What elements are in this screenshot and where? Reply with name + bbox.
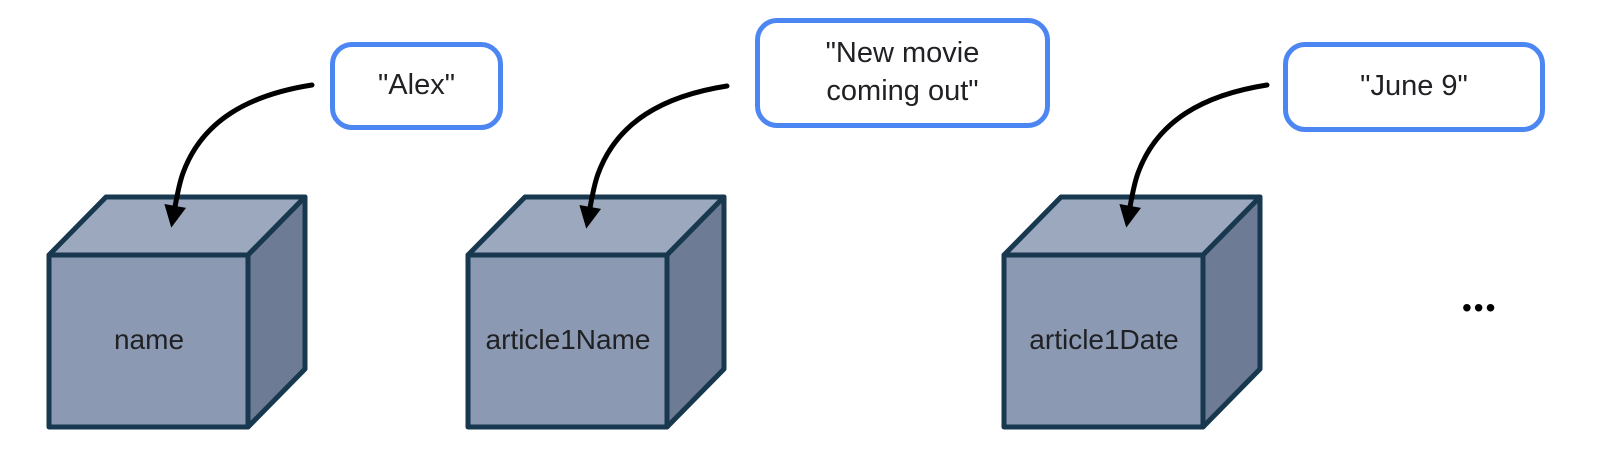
cube-article1name [465,194,727,430]
cube-label-article1date: article1Date [1029,324,1179,355]
arrow-alex-to-name [164,82,315,228]
arrow-june9-to-article1date [1119,82,1270,228]
ellipsis-icon: ••• [1462,292,1498,323]
value-bubble-alex: "Alex" [330,42,503,130]
cube-article1date-front-face [1001,252,1206,430]
cube-name [46,194,308,430]
value-bubble-new-movie: "New movie coming out" [755,18,1050,128]
cube-name-front-face [46,252,251,430]
cube-label-name: name [113,324,185,355]
value-bubble-june9: "June 9" [1283,42,1545,132]
cube-article1name-front-face [465,252,670,430]
cube-article1date [1001,194,1263,430]
arrow-newmovie-to-article1name [579,83,730,229]
cube-label-article1name: article1Name [485,324,651,355]
